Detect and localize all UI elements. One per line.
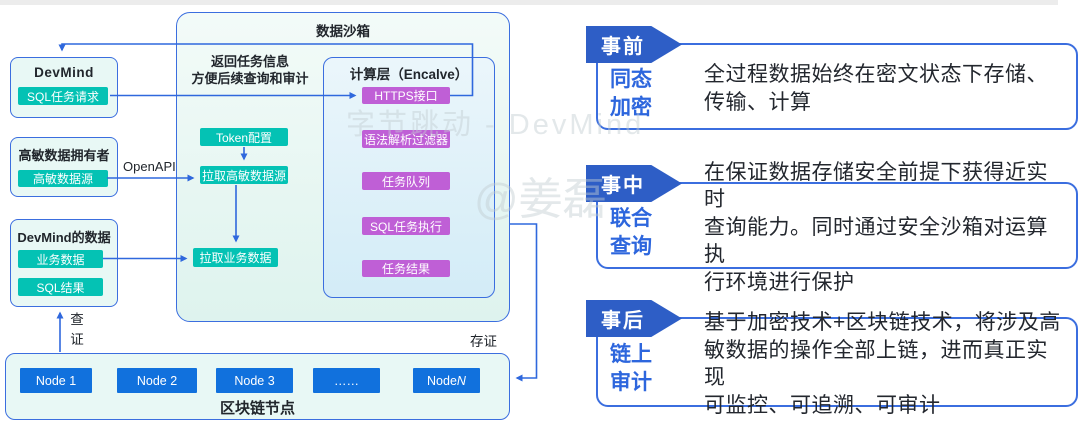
panel-before: 事前 同态 加密 全过程数据始终在密文状态下存储、 传输、计算 — [586, 26, 1078, 130]
chip-sql-task-exec: SQL任务执行 — [362, 217, 450, 235]
panel-during: 事中 联合 查询 在保证数据存储安全前提下获得近实时 查询能力。同时通过安全沙箱… — [586, 161, 1078, 294]
return-note-line2: 方便后续查询和审计 — [191, 71, 309, 86]
sensitive-data-owner-title: 高敏数据拥有者 — [18, 148, 110, 163]
desc-line: 行环境进行保护 — [704, 270, 855, 294]
verify-char-2: 证 — [70, 332, 84, 347]
desc-line: 在保证数据存储安全前提下获得近实时 — [704, 160, 1048, 212]
chip-token-config: Token配置 — [200, 128, 288, 146]
verify-label: 查 证 — [69, 310, 85, 350]
panel-before-keyword: 同态 加密 — [610, 56, 704, 122]
node-chip-last: Node N — [413, 368, 480, 393]
keyword-line: 查询 — [610, 234, 652, 258]
panel-before-desc: 全过程数据始终在密文状态下存储、 传输、计算 — [704, 61, 1066, 116]
panel-during-keyword: 联合 查询 — [610, 195, 704, 261]
node-chip-ellipsis: …… — [313, 368, 380, 393]
edge-attest-down — [510, 223, 538, 382]
blockchain-label: 区块链节点 — [219, 400, 295, 417]
sensitive-data-owner-box: 高敏数据拥有者 — [10, 137, 118, 197]
node-chip: Node 3 — [216, 368, 293, 393]
panel-after: 事后 链上 审计 基于加密技术+区块链技术，将涉及高 敏数据的操作全部上链，进而… — [586, 300, 1078, 417]
return-note-line1: 返回任务信息 — [210, 54, 289, 69]
chip-sql-task-request: SQL任务请求 — [18, 87, 108, 105]
chip-pull-business-data: 拉取业务数据 — [193, 248, 278, 267]
openapi-label: OpenAPI — [123, 159, 176, 174]
chip-sql-result: SQL结果 — [18, 278, 103, 296]
chip-task-queue: 任务队列 — [362, 172, 450, 190]
attest-label: 存证 — [470, 334, 497, 349]
keyword-line: 加密 — [610, 95, 652, 119]
keyword-line: 同态 — [610, 67, 652, 91]
node-chip: Node 1 — [20, 368, 92, 393]
panel-during-desc: 在保证数据存储安全前提下获得近实时 查询能力。同时通过安全沙箱对运算执 行环境进… — [704, 159, 1066, 297]
compute-layer-title: 计算层（Encalve） — [349, 67, 469, 82]
chip-task-result: 任务结果 — [362, 260, 450, 277]
desc-line: 全过程数据始终在密文状态下存储、 — [704, 63, 1048, 86]
desc-line: 可监控、可追溯、可审计 — [704, 393, 941, 417]
keyword-line: 链上 — [610, 343, 652, 366]
chip-sensitive-data-source: 高敏数据源 — [18, 170, 108, 187]
keyword-line: 联合 — [610, 206, 652, 230]
chip-business-data: 业务数据 — [18, 250, 103, 268]
panel-before-card: 同态 加密 全过程数据始终在密文状态下存储、 传输、计算 — [596, 43, 1078, 130]
data-sandbox-title: 数据沙箱 — [316, 24, 370, 39]
top-edge-strip — [0, 0, 1058, 5]
panel-after-keyword: 链上 审计 — [610, 331, 704, 397]
node-chip: Node 2 — [117, 368, 197, 393]
desc-line: 查询能力。同时通过安全沙箱对运算执 — [704, 215, 1048, 267]
chip-https-interface: HTTPS接口 — [362, 87, 450, 104]
keyword-line: 审计 — [610, 371, 652, 394]
panel-after-card: 链上 审计 基于加密技术+区块链技术，将涉及高 敏数据的操作全部上链，进而真正实… — [596, 311, 1078, 417]
devmind-title: DevMind — [34, 65, 94, 80]
chip-syntax-filter: 语法解析过滤器 — [362, 130, 450, 148]
desc-line: 传输、计算 — [704, 90, 812, 114]
panel-after-desc: 基于加密技术+区块链技术，将涉及高 敏数据的操作全部上链，进而真正实现 可监控、… — [704, 309, 1066, 419]
devmind-data-title: DevMind的数据 — [17, 230, 111, 245]
desc-line: 基于加密技术+区块链技术，将涉及高 — [704, 311, 1061, 334]
verify-char-1: 查 — [70, 312, 84, 327]
return-note: 返回任务信息 方便后续查询和审计 — [180, 53, 320, 87]
chip-pull-sensitive-source: 拉取高敏数据源 — [200, 166, 288, 184]
desc-line: 敏数据的操作全部上链，进而真正实现 — [704, 338, 1048, 390]
panel-during-card: 联合 查询 在保证数据存储安全前提下获得近实时 查询能力。同时通过安全沙箱对运算… — [596, 161, 1078, 294]
